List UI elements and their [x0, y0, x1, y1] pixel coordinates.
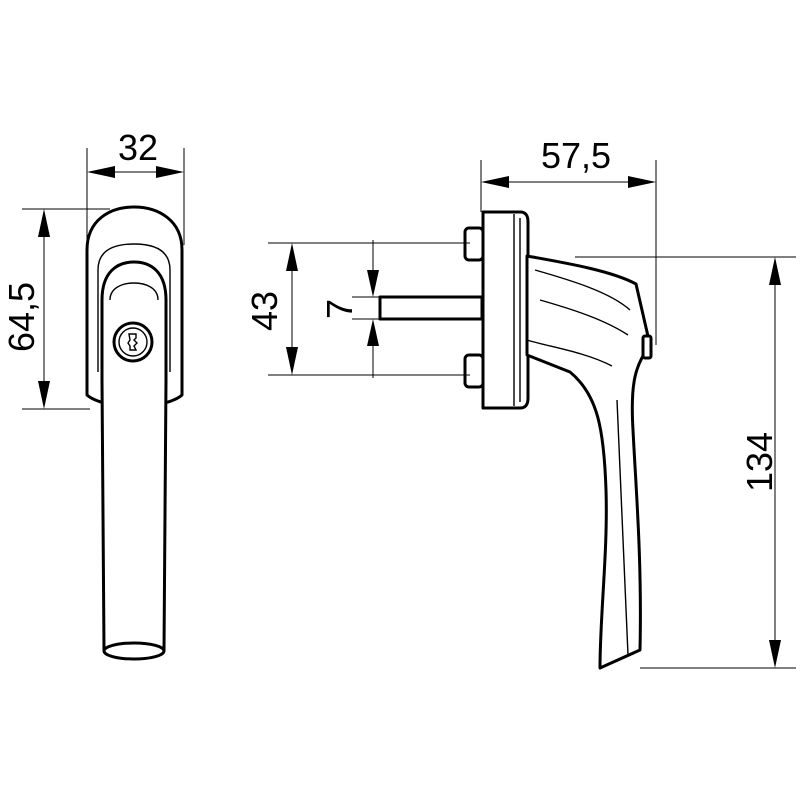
dim-label-projection: 57,5 — [541, 135, 611, 176]
side-button — [641, 334, 653, 360]
dimension-front-width: 32 — [86, 127, 185, 245]
side-rosette — [481, 210, 530, 410]
side-view — [378, 210, 653, 670]
front-lever-end — [102, 641, 166, 661]
dimension-spindle: 7 — [319, 240, 382, 378]
screw-top — [463, 226, 485, 262]
dim-label-spindle: 7 — [319, 299, 360, 319]
dim-label-front-width: 32 — [118, 127, 158, 168]
side-lever — [525, 254, 652, 670]
screw-bottom — [463, 353, 485, 389]
front-neck-inner — [109, 282, 159, 301]
dimension-projection: 57,5 — [480, 135, 657, 345]
dim-label-front-height: 64,5 — [1, 282, 42, 352]
front-lever — [100, 260, 168, 652]
dim-label-base-height: 43 — [244, 291, 285, 331]
dimension-front-height: 64,5 — [1, 208, 110, 410]
front-view — [85, 205, 184, 661]
keyhole-icon — [127, 333, 138, 351]
side-lever-inner — [534, 269, 631, 656]
dimension-handle-length: 134 — [575, 256, 796, 669]
dimension-base-height: 43 — [244, 242, 470, 376]
dim-label-handle-length: 134 — [739, 432, 780, 492]
front-neck-contour — [97, 243, 171, 372]
spindle — [378, 295, 484, 321]
lock-cylinder-inner — [118, 327, 148, 357]
